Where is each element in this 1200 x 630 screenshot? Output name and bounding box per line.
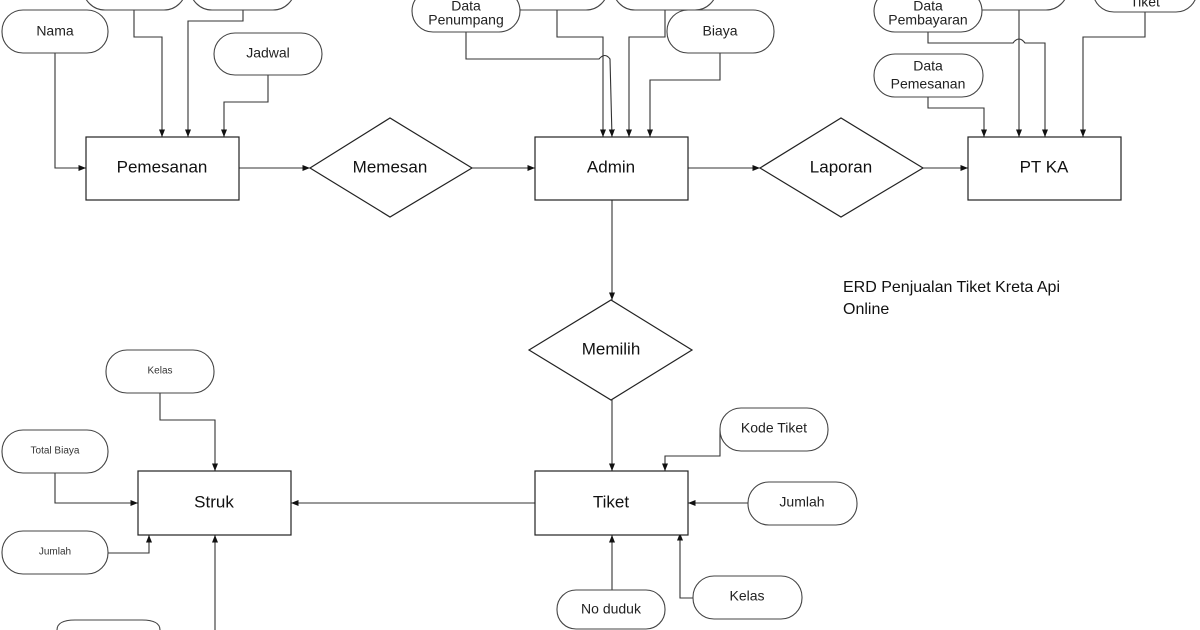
svg-text:Tiket: Tiket [1130,0,1160,10]
edge-tiket-ptka [1079,10,1146,137]
svg-text:No duduk: No duduk [581,601,642,617]
attribute-no-duduk: No duduk [556,589,666,630]
attribute-clipped [615,0,715,11]
attribute-tiket-kelas: Kelas [692,575,803,620]
attribute-clipped [502,0,606,11]
attribute-struk-jumlah: Jumlah [1,530,109,575]
edge-pemesanan-ptka [927,97,988,137]
entity-tiket: Tiket [534,470,689,536]
svg-text:Total Biaya: Total Biaya [31,446,80,457]
attribute-struk-kelas: Kelas [105,349,215,394]
edge-kodetiket-tiket [661,430,721,471]
edge-kelas-tiket [676,533,693,599]
svg-text:Admin: Admin [587,157,635,176]
relation-memesan: Memesan [308,117,474,218]
attribute-clipped [192,0,293,11]
entity-struk: Struk [137,470,292,536]
attribute-biaya: Biaya [666,9,775,54]
edges [54,9,1146,630]
svg-text:Pemesanan: Pemesanan [117,157,208,176]
svg-text:Kelas: Kelas [729,588,764,604]
attribute-kode-tiket: Kode Tiket [719,407,829,452]
edge-attr-admin [625,10,666,137]
svg-text:Pembayaran: Pembayaran [888,12,967,28]
svg-text:Pemesanan: Pemesanan [891,76,966,92]
attribute-clipped [962,0,1066,11]
entity-pt-ka: PT KA [967,136,1122,201]
svg-text:Jumlah: Jumlah [779,494,824,510]
svg-text:Biaya: Biaya [702,23,737,39]
svg-text:Tiket: Tiket [593,492,629,511]
edge-attr-pemesanan [184,10,244,137]
attribute-jadwal: Jadwal [213,32,323,76]
entity-admin: Admin [534,136,689,201]
svg-text:Jadwal: Jadwal [246,45,290,61]
svg-text:ERD Penjualan Tiket Kreta Api: ERD Penjualan Tiket Kreta Api [843,279,1060,296]
svg-text:Jumlah: Jumlah [39,547,71,558]
edge-attr-admin [520,9,607,137]
edge-nama-pemesanan [54,53,86,172]
relation-laporan: Laporan [758,117,925,218]
svg-text:Struk: Struk [194,492,234,511]
edge-totalbiaya-struk [54,473,138,507]
svg-text:Nama: Nama [36,23,74,39]
attribute-struk-total-biaya: Total Biaya [1,429,109,474]
edge-attr-pemesanan [133,10,166,137]
relation-memilih: Memilih [527,299,694,401]
attribute-nama: Nama [1,9,109,54]
diagram-caption: ERD Penjualan Tiket Kreta Api Online [843,279,1060,318]
svg-text:Kode Tiket: Kode Tiket [741,420,807,436]
svg-text:Data: Data [451,0,481,14]
attribute-clipped [85,0,184,11]
attribute-tiket-top: Tiket [1094,0,1196,13]
attribute-tiket-jumlah: Jumlah [747,481,858,526]
svg-text:Online: Online [843,301,889,318]
svg-text:Data: Data [913,0,943,14]
edge-jadwal-pemesanan [220,75,269,137]
svg-text:Data: Data [913,58,943,74]
edge-penumpang-admin [465,32,615,138]
entity-pemesanan: Pemesanan [85,136,240,201]
svg-text:Memilih: Memilih [582,339,641,358]
svg-text:Memesan: Memesan [353,157,428,176]
attribute-clipped [56,619,161,630]
svg-text:PT KA: PT KA [1020,157,1069,176]
edge-kelas-struk [159,393,219,471]
svg-text:Kelas: Kelas [147,366,172,377]
edge-jumlah-struk [108,535,153,554]
svg-text:Penumpang: Penumpang [428,12,504,28]
svg-text:Laporan: Laporan [810,157,872,176]
edge-biaya-admin [646,53,721,137]
